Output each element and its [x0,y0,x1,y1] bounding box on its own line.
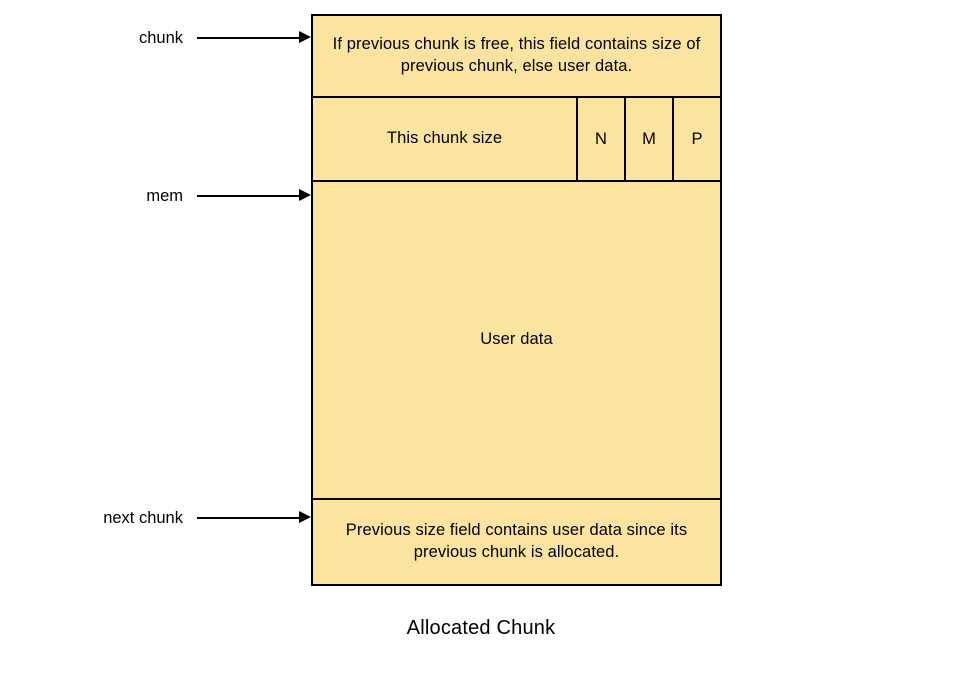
flag-cell-p: P [672,98,720,180]
diagram-caption: Allocated Chunk [0,617,962,640]
pointer-mem-line [197,195,299,197]
chunk-size-main-cell: This chunk size [313,98,576,180]
pointer-mem: mem [146,186,311,206]
pointer-next-chunk: next chunk [103,508,311,528]
flag-cell-m: M [624,98,672,180]
next-prev-size-field-text: Previous size field contains user data s… [345,521,688,561]
pointer-mem-label: mem [146,187,183,205]
pointer-chunk: chunk [139,28,311,48]
arrow-head-icon [299,31,311,43]
arrow-head-icon [299,189,311,201]
diagram-caption-text: Allocated Chunk [406,617,556,639]
prev-size-field-text: If previous chunk is free, this field co… [332,35,701,75]
chunk-size-field-row: This chunk size N M P [313,98,720,182]
user-data-field-row: User data [313,182,720,500]
chunk-size-field-text: This chunk size [386,129,503,148]
pointer-chunk-line [197,37,299,39]
pointer-next-chunk-label: next chunk [103,509,183,527]
prev-size-field-row: If previous chunk is free, this field co… [313,16,720,98]
pointer-chunk-label: chunk [138,29,183,47]
next-prev-size-field-row: Previous size field contains user data s… [313,500,720,584]
user-data-field-text: User data [480,330,553,349]
flag-cell-n: N [576,98,624,180]
arrow-head-icon [299,511,311,523]
pointer-next-chunk-line [197,517,299,519]
allocated-chunk-box: If previous chunk is free, this field co… [311,14,722,586]
